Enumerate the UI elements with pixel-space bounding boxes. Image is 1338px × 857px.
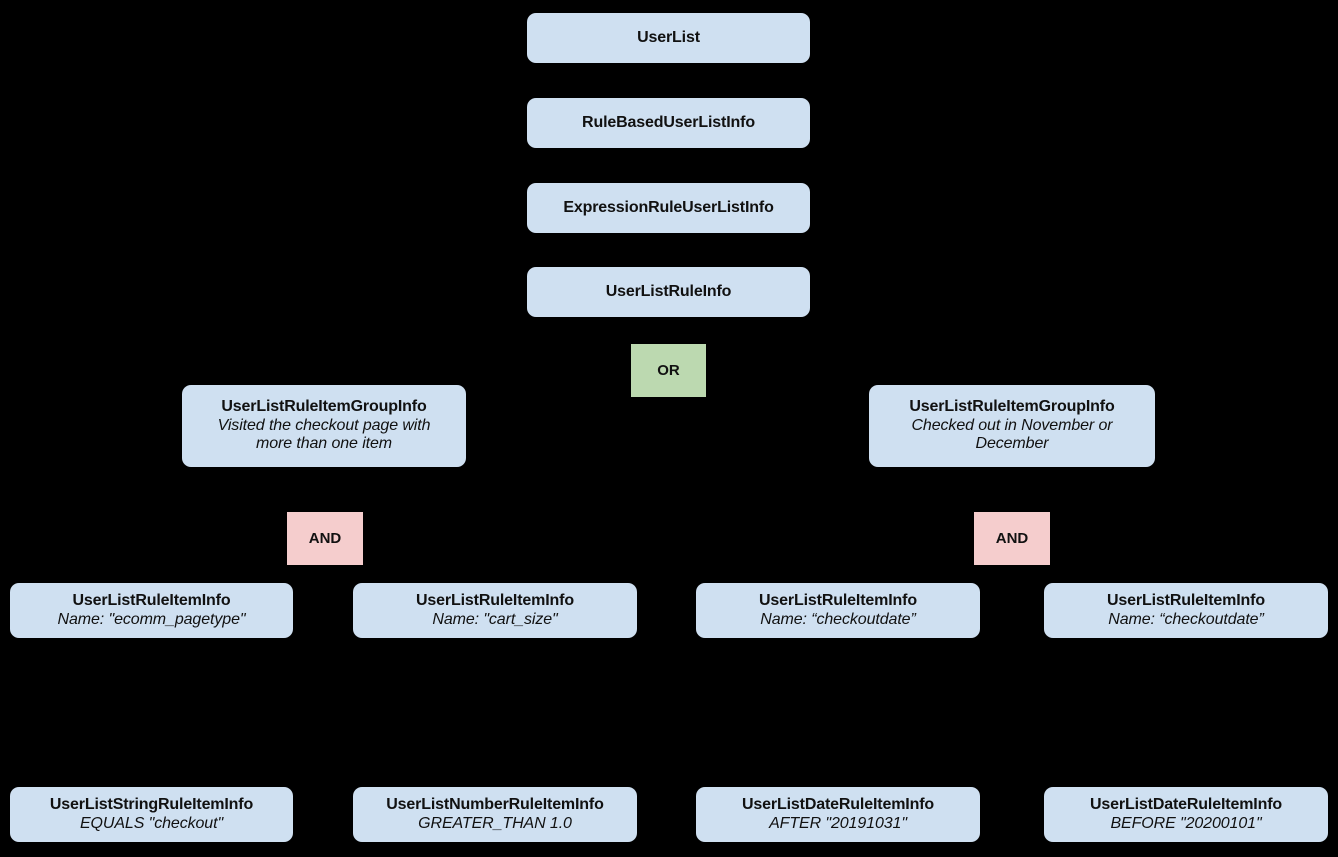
node-subtitle: EQUALS "checkout" bbox=[79, 814, 224, 832]
node-subtitle: Name: "cart_size" bbox=[432, 610, 558, 628]
operator-and-right[interactable]: AND bbox=[974, 512, 1050, 565]
operator-label: AND bbox=[995, 529, 1029, 547]
node-subtitle: BEFORE "20200101" bbox=[1110, 814, 1262, 832]
node-title: UserListRuleItemInfo bbox=[416, 591, 574, 609]
node-title: UserList bbox=[637, 28, 700, 46]
node-item-cart-size[interactable]: UserListRuleItemInfo Name: "cart_size" bbox=[353, 583, 637, 638]
operator-label: AND bbox=[308, 529, 342, 547]
node-subtitle: AFTER "20191031" bbox=[769, 814, 907, 832]
node-title: RuleBasedUserListInfo bbox=[582, 113, 755, 131]
node-item-checkoutdate-before[interactable]: UserListRuleItemInfo Name: “checkoutdate… bbox=[1044, 583, 1328, 638]
node-group-right[interactable]: UserListRuleItemGroupInfo Checked out in… bbox=[869, 385, 1155, 467]
node-user-list[interactable]: UserList bbox=[527, 13, 810, 63]
node-title: ExpressionRuleUserListInfo bbox=[563, 198, 774, 216]
node-rule-based-user-list-info[interactable]: RuleBasedUserListInfo bbox=[527, 98, 810, 148]
node-date-rule-item-info-after[interactable]: UserListDateRuleItemInfo AFTER "20191031… bbox=[696, 787, 980, 842]
node-string-rule-item-info[interactable]: UserListStringRuleItemInfo EQUALS "check… bbox=[10, 787, 293, 842]
operator-and-left[interactable]: AND bbox=[287, 512, 363, 565]
arrowhead-to-group-left bbox=[315, 377, 333, 386]
node-subtitle: Name: "ecomm_pagetype" bbox=[57, 610, 246, 628]
node-title: UserListRuleItemGroupInfo bbox=[909, 397, 1115, 415]
node-subtitle: Name: “checkoutdate” bbox=[1108, 610, 1264, 628]
node-title: UserListRuleItemInfo bbox=[1107, 591, 1265, 609]
node-date-rule-item-info-before[interactable]: UserListDateRuleItemInfo BEFORE "2020010… bbox=[1044, 787, 1328, 842]
node-subtitle: GREATER_THAN 1.0 bbox=[418, 814, 572, 832]
node-title: UserListRuleInfo bbox=[605, 282, 732, 300]
node-number-rule-item-info[interactable]: UserListNumberRuleItemInfo GREATER_THAN … bbox=[353, 787, 637, 842]
node-expression-rule-user-list-info[interactable]: ExpressionRuleUserListInfo bbox=[527, 183, 810, 233]
node-item-checkoutdate-after[interactable]: UserListRuleItemInfo Name: “checkoutdate… bbox=[696, 583, 980, 638]
operator-label: OR bbox=[657, 361, 680, 379]
node-item-ecomm-pagetype[interactable]: UserListRuleItemInfo Name: "ecomm_pagety… bbox=[10, 583, 293, 638]
node-subtitle: Visited the checkout page with more than… bbox=[217, 416, 431, 453]
node-subtitle: Name: “checkoutdate” bbox=[760, 610, 916, 628]
operator-or[interactable]: OR bbox=[631, 344, 706, 397]
node-title: UserListDateRuleItemInfo bbox=[1090, 795, 1282, 813]
node-subtitle: Checked out in November or December bbox=[911, 416, 1113, 453]
node-title: UserListRuleItemInfo bbox=[72, 591, 231, 609]
node-title: UserListStringRuleItemInfo bbox=[49, 795, 254, 813]
node-group-left[interactable]: UserListRuleItemGroupInfo Visited the ch… bbox=[182, 385, 466, 467]
node-title: UserListRuleItemInfo bbox=[759, 591, 917, 609]
node-title: UserListDateRuleItemInfo bbox=[742, 795, 934, 813]
node-user-list-rule-info[interactable]: UserListRuleInfo bbox=[527, 267, 810, 317]
node-title: UserListNumberRuleItemInfo bbox=[386, 795, 604, 813]
node-title: UserListRuleItemGroupInfo bbox=[221, 397, 427, 415]
arrowhead-to-group-right bbox=[1003, 377, 1021, 386]
